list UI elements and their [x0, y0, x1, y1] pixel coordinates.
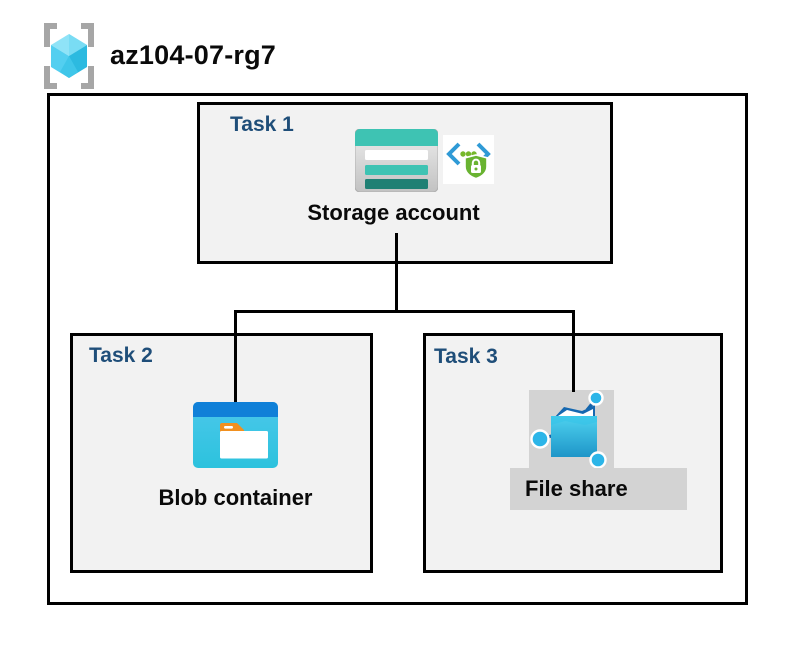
- connector-to-blob-container: [234, 310, 237, 403]
- task2-label: Task 2: [89, 344, 153, 367]
- blob-container-label: Blob container: [158, 485, 313, 510]
- sas-security-icon: [443, 135, 494, 184]
- task3-label: Task 3: [434, 345, 498, 368]
- connector-branch-line: [234, 310, 575, 313]
- file-share-icon: [529, 390, 614, 468]
- blob-container-icon: [193, 402, 278, 468]
- connector-to-file-share: [572, 310, 575, 392]
- resource-group-icon: [40, 22, 98, 90]
- storage-account-icon: [355, 129, 438, 192]
- file-share-text-plate: [510, 468, 687, 510]
- resource-group-name: az104-07-rg7: [110, 40, 276, 70]
- storage-account-label: Storage account: [307, 200, 480, 225]
- task1-label: Task 1: [230, 113, 294, 136]
- connector-storage-stem: [395, 233, 398, 313]
- file-share-label: File share: [525, 476, 628, 501]
